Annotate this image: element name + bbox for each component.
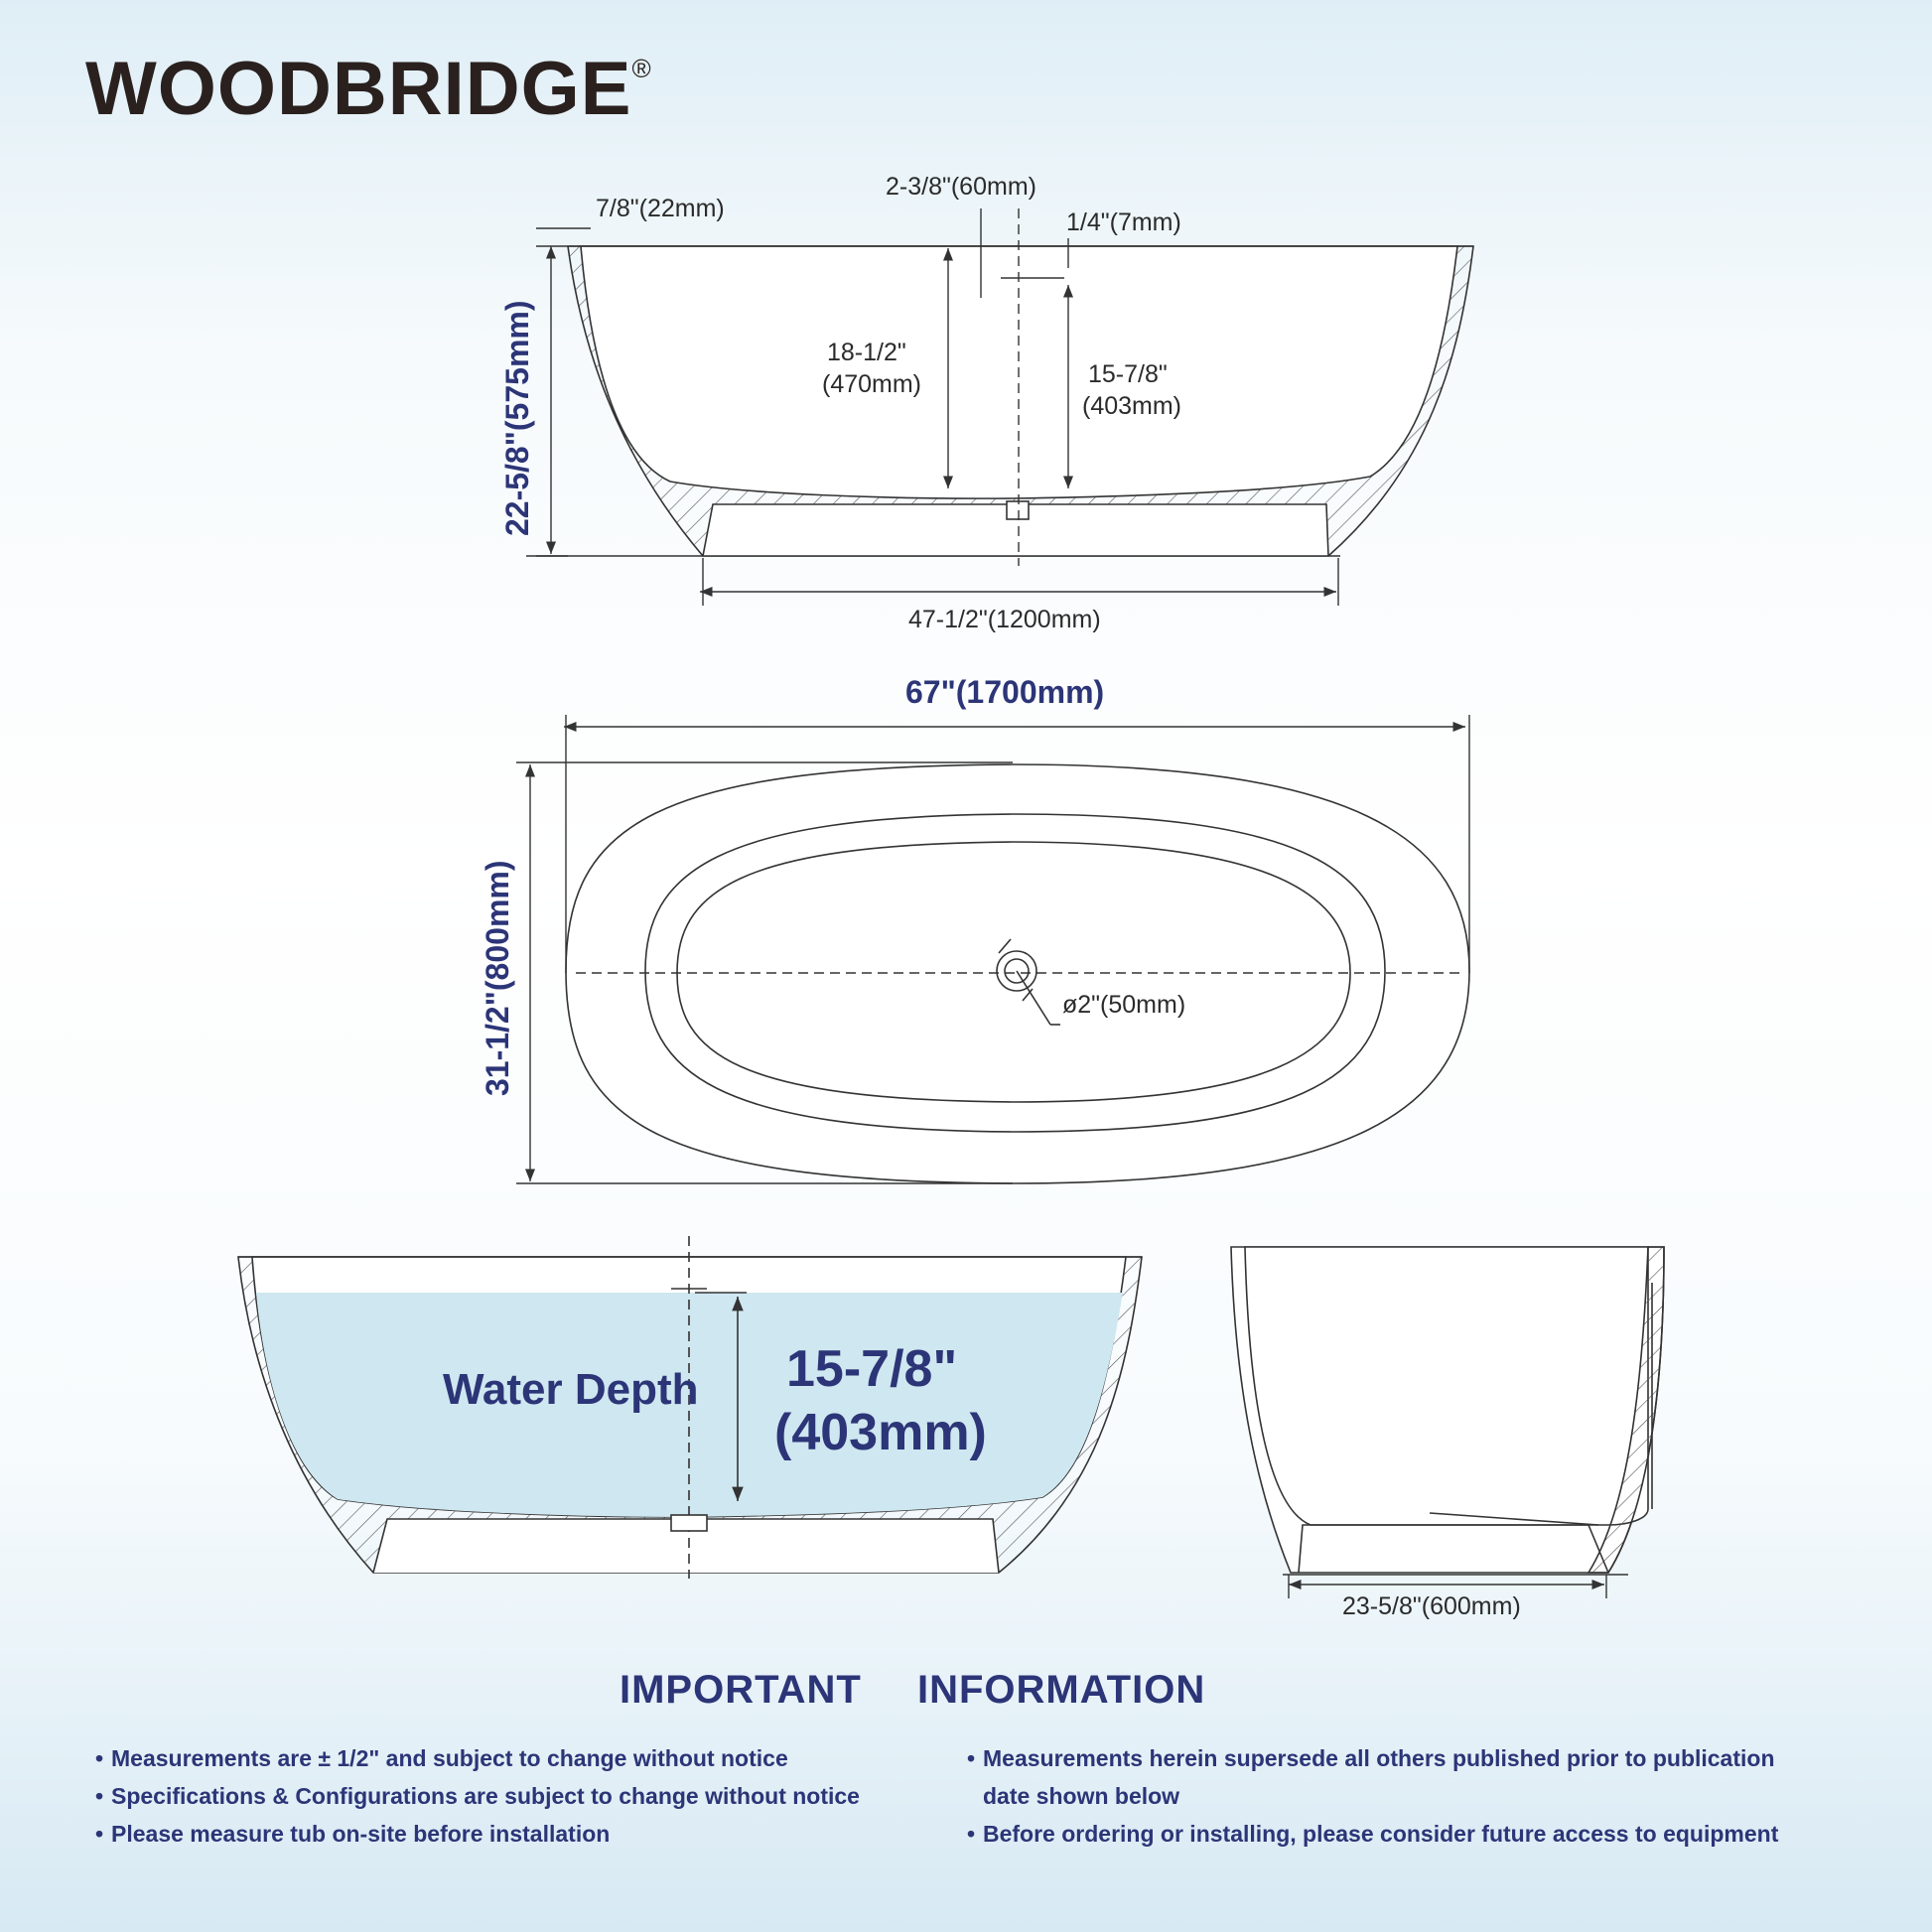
end-base-width-label: 23-5/8"(600mm)	[1342, 1592, 1521, 1620]
top-view	[565, 763, 1470, 1184]
water-level-label-a: 15-7/8"	[1088, 360, 1168, 388]
water-depth-label: Water Depth	[443, 1365, 699, 1414]
end-view-dimensions	[1288, 1575, 1607, 1598]
list-item: •Before ordering or installing, please c…	[967, 1821, 1779, 1847]
list-item: •Measurements are ± 1/2" and subject to …	[95, 1745, 788, 1771]
total-height-label: 22-5/8"(575mm)	[499, 300, 535, 536]
info-list-right: •Measurements herein supersede all other…	[967, 1745, 1778, 1859]
info-list-left: •Measurements are ± 1/2" and subject to …	[95, 1745, 860, 1859]
info-title-left: IMPORTANT	[620, 1668, 862, 1712]
base-length-label: 47-1/2"(1200mm)	[908, 606, 1101, 633]
side-view-dimensions	[536, 208, 1339, 606]
end-view-inner	[1244, 1246, 1649, 1526]
drain-diameter-label: ø2"(50mm)	[1062, 991, 1185, 1019]
water-depth-value-a: 15-7/8"	[786, 1340, 957, 1398]
end-view	[1230, 1246, 1665, 1576]
brand-name: WOODBRIDGE	[85, 47, 632, 131]
info-title-right: INFORMATION	[917, 1668, 1206, 1712]
tub-width-label: 31-1/2"(800mm)	[480, 860, 515, 1096]
water-depth-value-b: (403mm)	[774, 1404, 987, 1461]
overflow-height-label: 2-3/8"(60mm)	[886, 173, 1036, 201]
top-view-drain	[996, 950, 1037, 992]
tub-length-label: 67"(1700mm)	[905, 674, 1104, 710]
rim-thickness-label: 7/8"(22mm)	[596, 195, 725, 222]
side-view	[526, 245, 1474, 557]
end-view-base	[1298, 1524, 1609, 1574]
water-level-label-b: (403mm)	[1082, 392, 1181, 420]
side-view-drain	[1006, 500, 1030, 520]
list-item: •Please measure tub on-site before insta…	[95, 1821, 611, 1847]
top-view-basin	[676, 841, 1351, 1103]
overflow-size-label: 1/4"(7mm)	[1066, 208, 1181, 236]
water-depth-view	[237, 1236, 1143, 1579]
top-view-inner-rim	[644, 813, 1386, 1133]
inner-depth-label-a: 18-1/2"	[827, 339, 906, 366]
list-item: date shown below	[983, 1783, 1180, 1809]
registered-mark: ®	[631, 54, 652, 83]
top-view-dimensions	[516, 715, 1470, 1184]
brand-logo: WOODBRIDGE®	[85, 52, 652, 127]
list-item: •Measurements herein supersede all other…	[967, 1745, 1775, 1771]
list-item: •Specifications & Configurations are sub…	[95, 1783, 860, 1809]
inner-depth-label-b: (470mm)	[822, 370, 921, 398]
